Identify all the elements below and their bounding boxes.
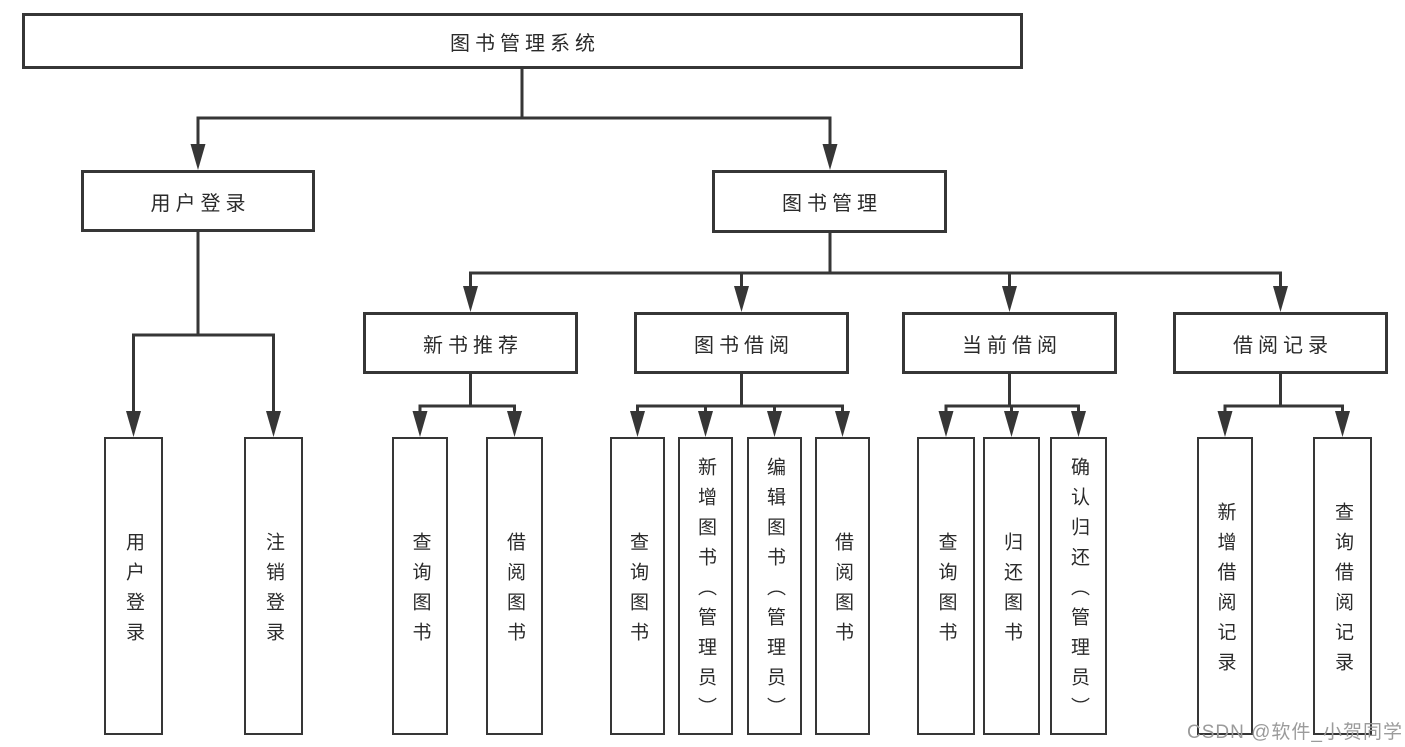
arrowhead-icon [1071,411,1086,437]
leaf-logout-login: 注销登录 [244,437,303,735]
arrowhead-icon [463,286,478,312]
arrowhead-icon [507,411,522,437]
leaf-user-login: 用户登录 [104,437,163,735]
leaf-borrow-books: 借阅图书 [815,437,870,735]
arrowhead-icon [126,411,141,437]
csdn-watermark: CSDN @软件_小贺同学 [1187,722,1403,743]
node-user-login: 用户登录 [81,170,315,232]
leaf-edit-books-admin: 编辑图书（管理员） [747,437,802,735]
leaf-query-borrow-record: 查询借阅记录 [1313,437,1372,735]
arrowhead-icon [767,411,782,437]
arrowhead-icon [1335,411,1350,437]
leaf-borrow-books-recommend: 借阅图书 [486,437,543,735]
leaf-query-books-recommend: 查询图书 [392,437,448,735]
node-label: 图书借阅 [694,334,794,357]
arrowhead-icon [938,411,954,437]
node-label: 当前借阅 [962,334,1062,357]
leaf-return-books: 归还图书 [983,437,1040,735]
arrowhead-icon [190,144,206,170]
arrowhead-icon [835,411,850,437]
node-label: 新书推荐 [423,334,523,357]
leaf-label: 注销登录 [263,531,284,652]
node-label: 图书管理系统 [450,32,600,55]
node-new-book-recommend: 新书推荐 [363,312,578,374]
arrowhead-icon [1273,286,1288,312]
node-label: 图书管理 [782,193,882,215]
arrowhead-icon [266,411,281,437]
leaf-label: 新增借阅记录 [1214,501,1236,682]
leaf-confirm-return-admin: 确认归还（管理员） [1050,437,1107,735]
arrowhead-icon [1217,411,1233,437]
leaf-label: 确认归还（管理员） [1068,456,1089,727]
node-borrow-records: 借阅记录 [1173,312,1388,374]
arrowhead-icon [822,144,838,170]
leaf-add-books-admin: 新增图书（管理员） [678,437,733,735]
leaf-query-books-current: 查询图书 [917,437,975,735]
leaf-label: 新增图书（管理员） [695,456,716,727]
leaf-label: 归还图书 [1001,531,1022,652]
leaf-label: 查询图书 [409,531,431,652]
leaf-label: 编辑图书（管理员） [764,456,785,727]
leaf-label: 查询图书 [627,531,648,652]
node-label: 借阅记录 [1233,334,1333,357]
arrowhead-icon [1002,286,1017,312]
leaf-add-borrow-record: 新增借阅记录 [1197,437,1253,735]
arrowhead-icon [630,411,645,437]
leaf-label: 查询借阅记录 [1332,501,1353,682]
node-book-borrow: 图书借阅 [634,312,849,374]
arrowhead-icon [698,411,713,437]
arrowhead-icon [734,286,749,312]
leaf-query-books-borrow: 查询图书 [610,437,665,735]
node-book-management: 图书管理 [712,170,947,233]
node-library-system: 图书管理系统 [22,13,1023,69]
leaf-label: 查询图书 [935,531,957,652]
arrowhead-icon [1004,411,1019,437]
node-label: 用户登录 [150,192,251,215]
leaf-label: 借阅图书 [832,531,853,652]
node-current-borrow: 当前借阅 [902,312,1117,374]
arrowhead-icon [412,411,428,437]
leaf-label: 借阅图书 [504,531,525,652]
leaf-label: 用户登录 [123,531,144,652]
